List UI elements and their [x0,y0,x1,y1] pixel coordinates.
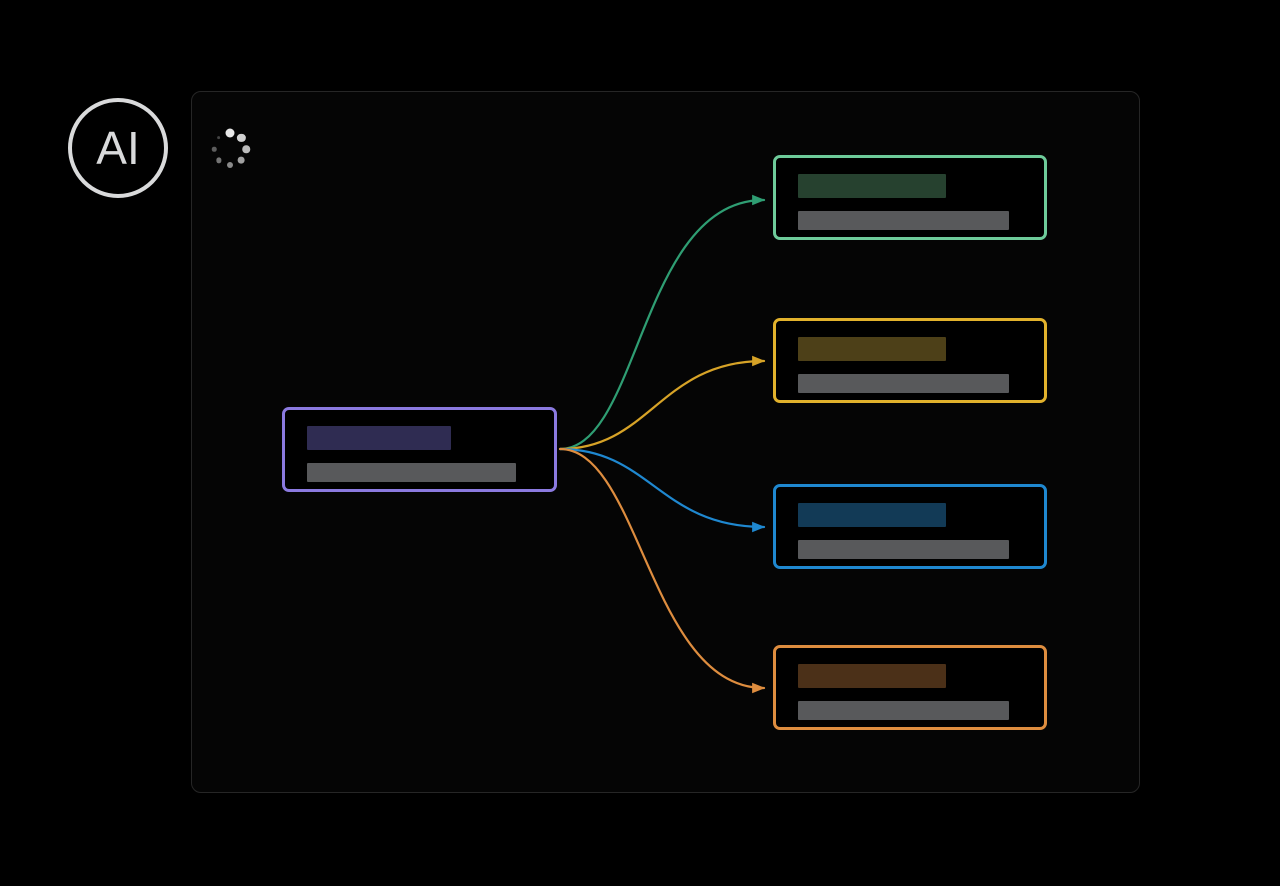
spinner-dot [237,133,246,142]
target-node-title-skeleton [798,337,946,361]
spinner-dot [216,157,222,163]
target-node-subtitle-skeleton [798,540,1009,559]
target-node-subtitle-skeleton [798,701,1009,720]
target-node-subtitle-skeleton [798,211,1009,230]
spinner-dot [225,128,235,138]
spinner-dot [242,145,250,153]
spinner-dot [216,135,221,140]
target-node-subtitle-skeleton [798,374,1009,393]
spinner-dot [227,162,233,168]
target-node-title-skeleton [798,664,946,688]
ai-logo: AI [68,98,168,198]
loading-spinner-icon [207,126,253,172]
target-node-title-skeleton [798,174,946,198]
source-node-title-skeleton [307,426,451,450]
spinner-dot [237,156,245,164]
target-node-blue[interactable] [773,484,1047,569]
target-node-title-skeleton [798,503,946,527]
target-node-orange[interactable] [773,645,1047,730]
source-node-subtitle-skeleton [307,463,517,482]
target-node-yellow[interactable] [773,318,1047,403]
ai-logo-text: AI [96,122,140,174]
spinner-dot [211,146,217,152]
source-node[interactable] [282,407,557,492]
target-node-green[interactable] [773,155,1047,240]
